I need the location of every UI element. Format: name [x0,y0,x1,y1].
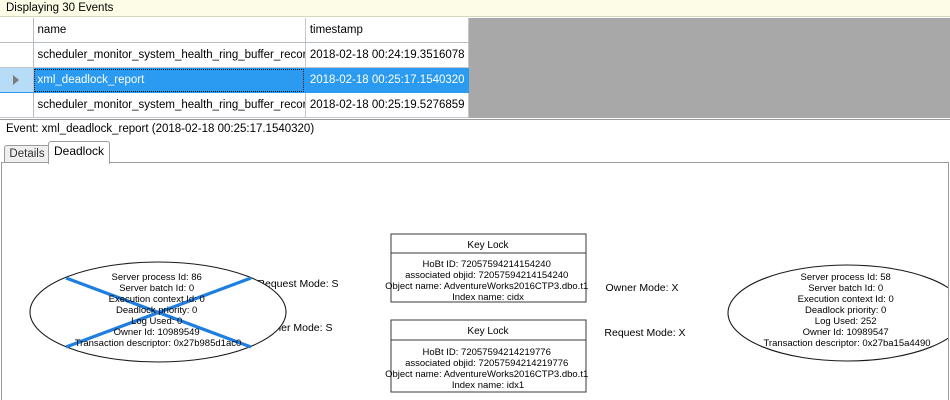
table-row[interactable]: scheduler_monitor_system_health_ring_buf… [0,42,470,68]
resource-node-keylock-top[interactable]: Key Lock HoBt ID: 72057594214154240 asso… [385,233,591,303]
line: Object name: AdventureWorks2016CTP3.dbo.… [385,281,588,292]
edge-left-request: Request Mode: S [257,278,338,290]
line: associated objid: 72057594214219776 [405,358,568,369]
table-header-row: name timestamp [0,18,470,43]
line: Object name: AdventureWorks2016CTP3.dbo.… [385,369,588,380]
process-ellipse-right[interactable] [727,264,949,362]
table-row[interactable]: scheduler_monitor_system_health_ring_buf… [0,92,470,118]
events-grid[interactable]: name timestamp scheduler_monitor_system_… [0,18,470,118]
line: Server process Id: 58 [801,272,891,283]
edge-label-right-owner: Owner Mode: X [606,282,679,294]
column-header-selector [0,18,34,43]
edge-right-request: Request Mode: X [604,327,685,339]
detail-tabstrip: Details Deadlock [0,141,950,164]
table-row-selected[interactable]: xml_deadlock_report 2018-02-18 00:25:17.… [0,67,470,93]
line: Deadlock priority: 0 [116,305,197,316]
cell-name[interactable]: xml_deadlock_report [33,67,306,93]
line: Index name: cidx [452,292,524,303]
keylock-bottom-title: Key Lock [467,326,509,337]
column-header-name[interactable]: name [33,18,306,43]
edge-right-owner: Owner Mode: X [606,282,679,294]
process-left-details: Server process Id: 86 Server batch Id: 0… [75,272,242,349]
status-bar: Displaying 30 Events [0,0,950,17]
edge-label-left-request: Request Mode: S [257,278,338,290]
keylock-bottom-box[interactable] [390,319,587,393]
cell-name[interactable]: scheduler_monitor_system_health_ring_buf… [33,42,306,68]
keylock-top-details: HoBt ID: 72057594214154240 associated ob… [385,259,591,303]
event-count-label: Displaying 30 Events [6,2,114,14]
column-header-timestamp[interactable]: timestamp [305,18,470,43]
line: Owner Id: 10989547 [803,327,889,338]
deadlock-graph-canvas[interactable]: Request Mode: S Owner Mode: S Owner Mode… [1,162,949,400]
line: Server batch Id: 0 [119,283,194,294]
row-selected-arrow-icon [13,74,20,85]
line: HoBt ID: 72057594214154240 [423,259,551,270]
line: Log Used: 0 [131,316,182,327]
row-selector-cell[interactable] [0,92,34,118]
line: HoBt ID: 72057594214219776 [423,347,551,358]
keylock-top-title: Key Lock [467,240,509,251]
line: Deadlock priority: 0 [805,305,886,316]
line: Index name: idx1 [452,380,524,391]
resource-node-keylock-bottom[interactable]: Key Lock HoBt ID: 72057594214219776 asso… [385,319,591,393]
event-detail-caption: Event: xml_deadlock_report (2018-02-18 0… [0,119,950,139]
line: Execution context Id: 0 [109,294,205,305]
line: Server process Id: 86 [112,272,202,283]
cell-timestamp[interactable]: 2018-02-18 00:24:19.3516078 [305,42,470,68]
events-grid-container: name timestamp scheduler_monitor_system_… [0,18,950,118]
keylock-top-box[interactable] [390,233,587,303]
process-right-details: Server process Id: 58 Server batch Id: 0… [763,272,930,349]
line: Owner Id: 10989549 [114,327,200,338]
victim-cross-marker-icon [65,276,252,349]
line: Log Used: 252 [815,316,877,327]
deadlock-graph-svg: Request Mode: S Owner Mode: S Owner Mode… [29,233,949,393]
keylock-bottom-details: HoBt ID: 72057594214219776 associated ob… [385,347,591,391]
line: associated objid: 72057594214154240 [405,270,568,281]
cell-timestamp[interactable]: 2018-02-18 00:25:19.5276859 [305,92,470,118]
line: Transaction descriptor: 0x27b985d1ac0 [75,338,242,349]
tab-deadlock[interactable]: Deadlock [48,141,110,164]
events-table: name timestamp scheduler_monitor_system_… [0,18,470,118]
tab-details[interactable]: Details [4,145,50,163]
event-detail-title: Event: xml_deadlock_report (2018-02-18 0… [6,123,315,135]
process-node-left[interactable]: Server process Id: 86 Server batch Id: 0… [29,261,287,363]
line: Server batch Id: 0 [808,283,883,294]
edge-label-right-request: Request Mode: X [604,327,685,339]
row-selector-cell[interactable] [0,67,34,93]
process-node-right[interactable]: Server process Id: 58 Server batch Id: 0… [727,264,949,362]
line: Transaction descriptor: 0x27ba15a4490 [763,338,930,349]
line: Execution context Id: 0 [798,294,894,305]
row-selector-cell[interactable] [0,42,34,68]
cell-timestamp[interactable]: 2018-02-18 00:25:17.1540320 [305,67,470,93]
cell-name[interactable]: scheduler_monitor_system_health_ring_buf… [33,92,306,118]
